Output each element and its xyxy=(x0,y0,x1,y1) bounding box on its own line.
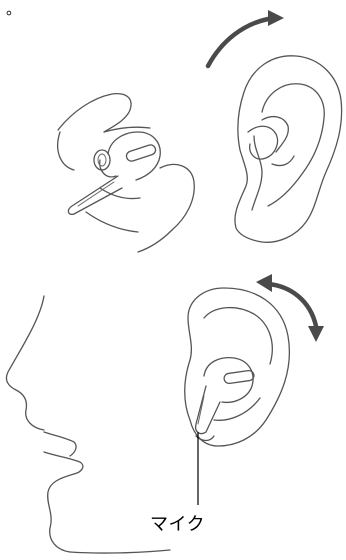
top-mark: 。 xyxy=(6,2,21,17)
face-profile-illustration xyxy=(6,296,170,553)
mic-label: マイク xyxy=(150,515,205,535)
bottom-double-arrow-icon xyxy=(256,274,324,342)
top-hand-with-earbud-illustration xyxy=(58,94,195,252)
top-ear-illustration xyxy=(235,56,342,242)
top-rotation-arrow-icon xyxy=(208,10,284,66)
bottom-ear-with-earbud-illustration xyxy=(185,288,290,446)
